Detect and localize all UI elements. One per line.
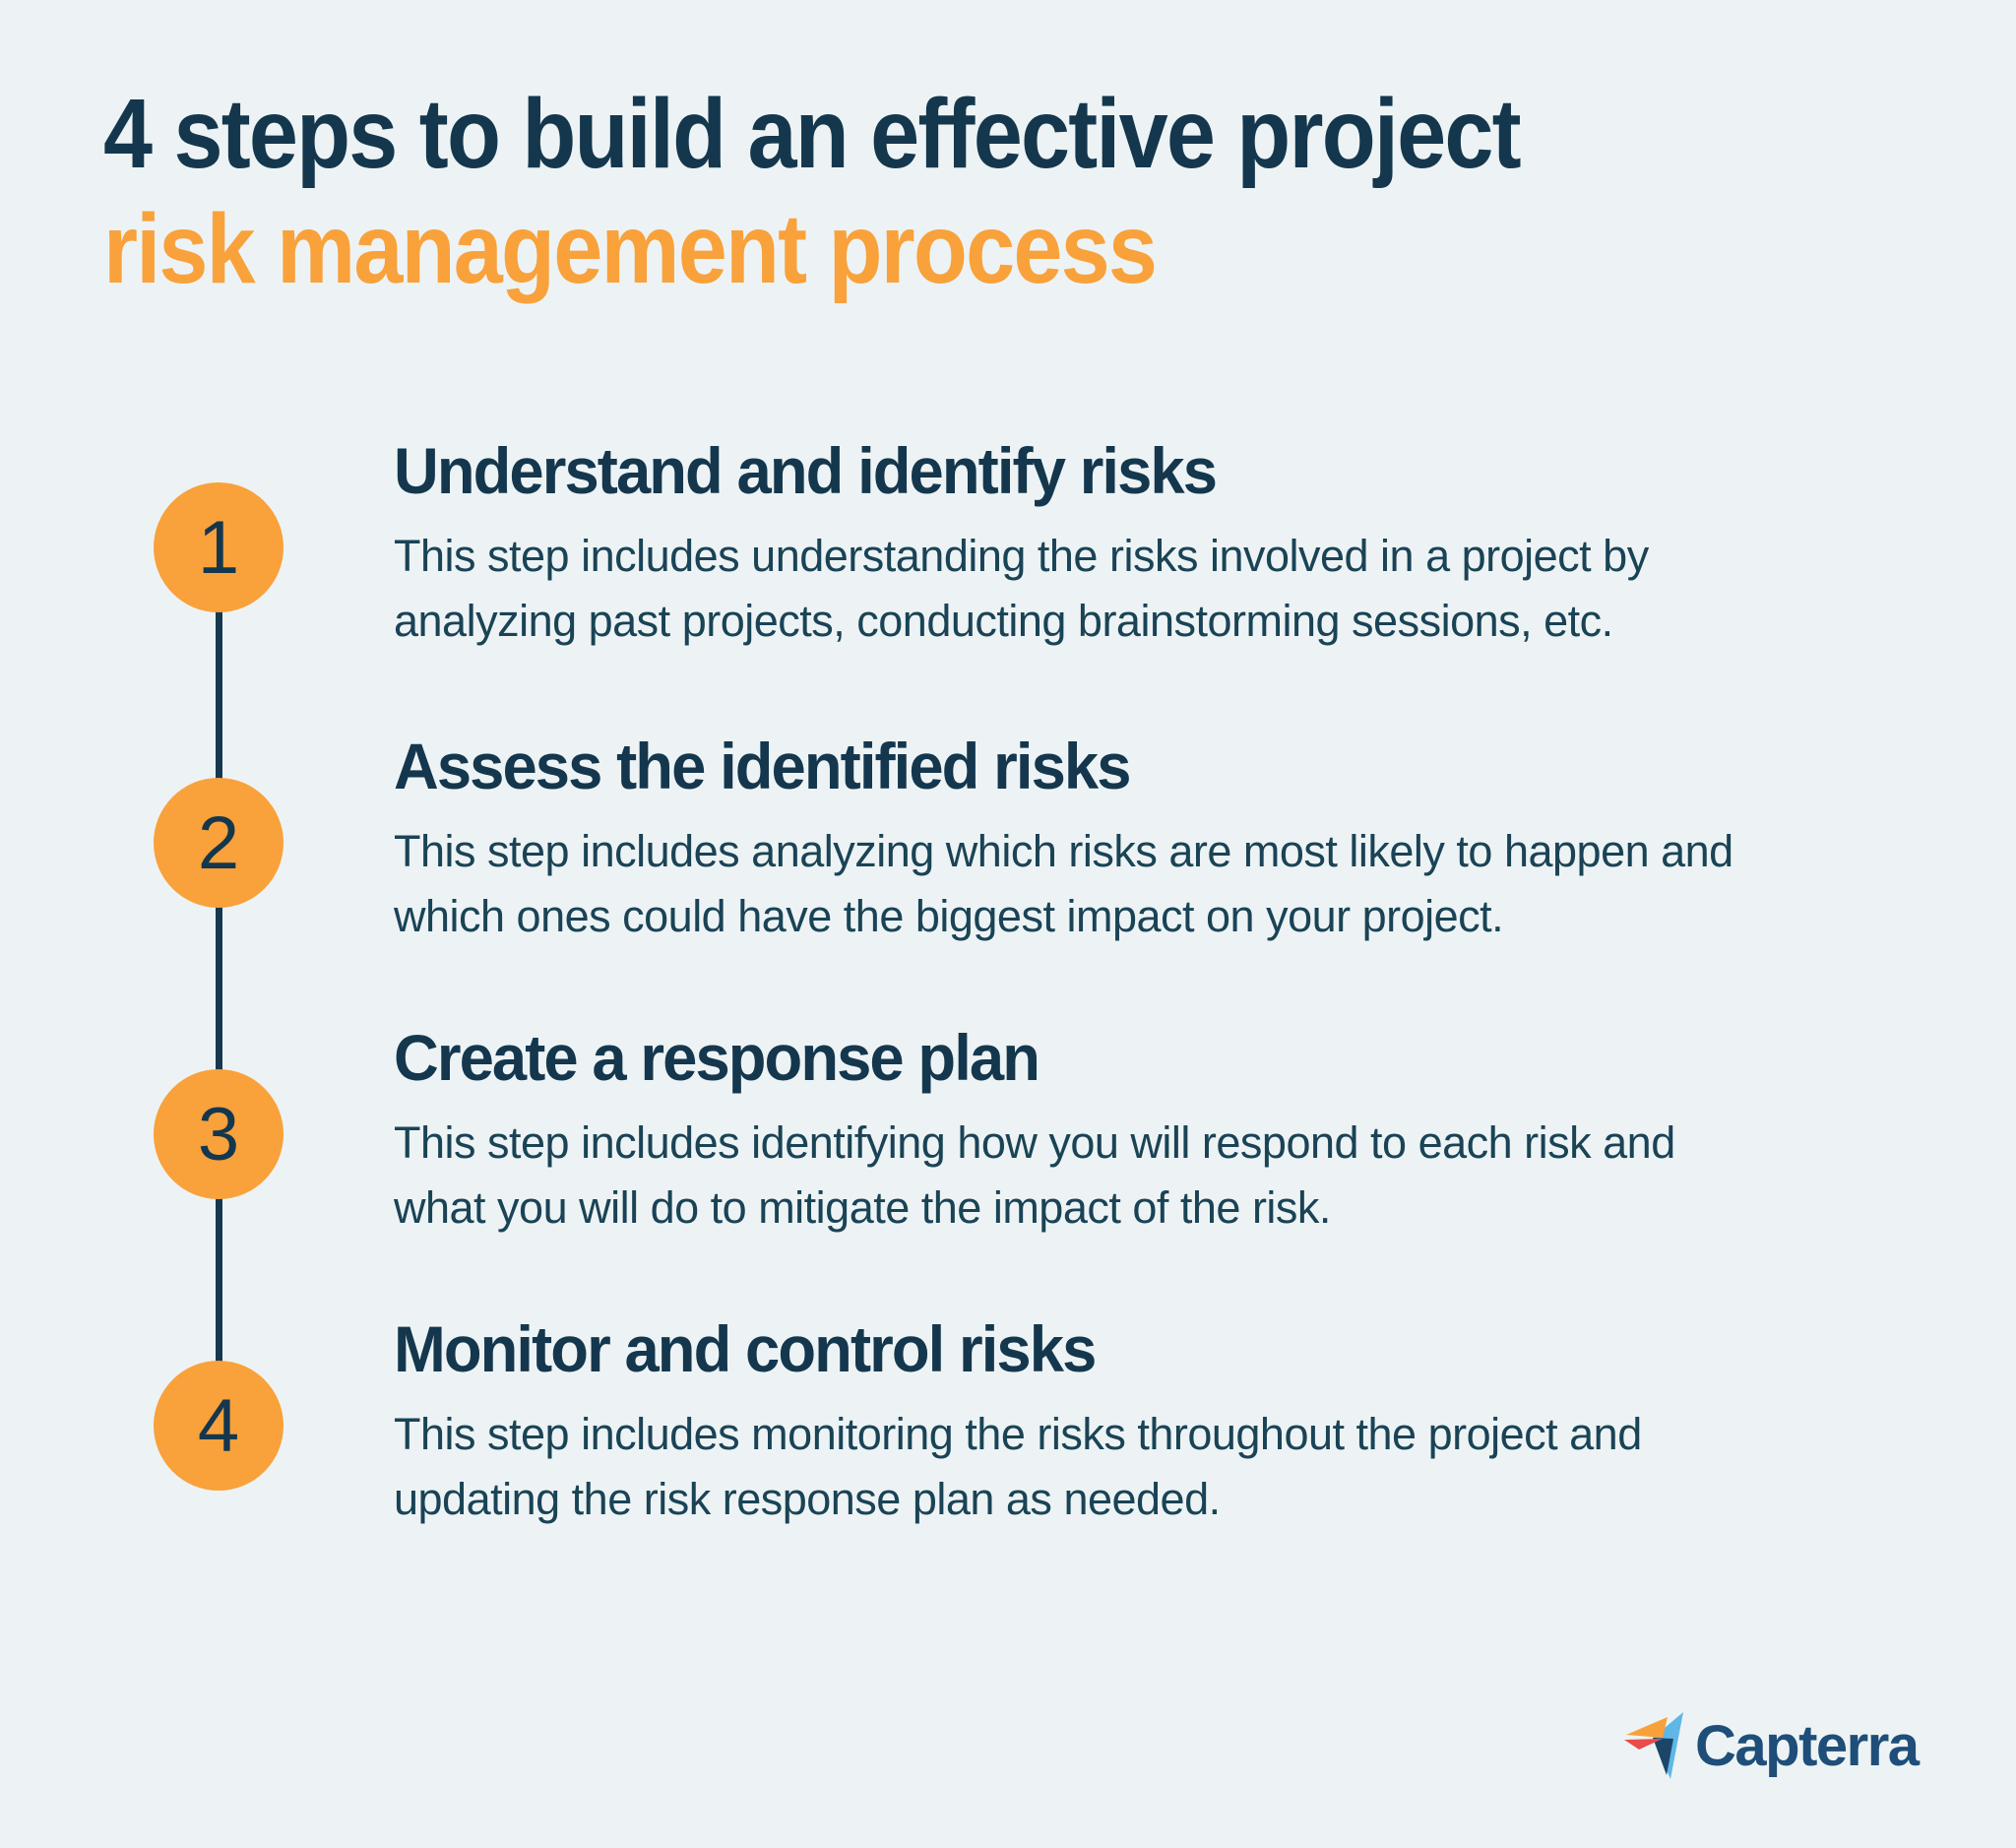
step-number: 3 <box>197 1092 240 1177</box>
step-description: This step includes identifying how you w… <box>394 1111 1929 1241</box>
timeline-connector <box>216 547 222 1426</box>
step-3-item: Create a response plan This step include… <box>394 1022 1929 1241</box>
page-title-line-2: risk management process <box>103 194 1158 304</box>
step-number: 4 <box>197 1383 240 1468</box>
step-3-number-badge: 3 <box>154 1069 284 1199</box>
step-heading: Understand and identify risks <box>394 434 1218 507</box>
step-description-line: analyzing past projects, conducting brai… <box>394 596 1613 646</box>
page-title: 4 steps to build an effective project ri… <box>103 77 1677 307</box>
step-2-item: Assess the identified risks This step in… <box>394 731 1929 949</box>
step-number: 2 <box>197 800 240 885</box>
step-description: This step includes understanding the ris… <box>394 524 1929 654</box>
capterra-arrow-icon <box>1624 1712 1683 1779</box>
step-1-number-badge: 1 <box>154 482 284 612</box>
step-4-number-badge: 4 <box>154 1361 284 1491</box>
capterra-wordmark: Capterra <box>1695 1714 1920 1778</box>
step-heading: Create a response plan <box>394 1021 1040 1094</box>
page-title-line-1: 4 steps to build an effective project <box>103 79 1522 189</box>
step-description: This step includes analyzing which risks… <box>394 819 1929 949</box>
step-1-item: Understand and identify risks This step … <box>394 435 1929 654</box>
step-description: This step includes monitoring the risks … <box>394 1402 1929 1532</box>
step-4-item: Monitor and control risks This step incl… <box>394 1313 1929 1532</box>
step-heading: Monitor and control risks <box>394 1312 1097 1385</box>
step-description-line: updating the risk response plan as neede… <box>394 1474 1221 1524</box>
capterra-logo: Capterra <box>1624 1711 1920 1782</box>
step-description-line: This step includes analyzing which risks… <box>394 826 1733 876</box>
step-heading: Assess the identified risks <box>394 730 1131 802</box>
step-number: 1 <box>197 505 240 590</box>
step-description-line: This step includes monitoring the risks … <box>394 1409 1642 1459</box>
step-description-line: which ones could have the biggest impact… <box>394 891 1504 941</box>
step-2-number-badge: 2 <box>154 778 284 908</box>
step-description-line: This step includes identifying how you w… <box>394 1117 1675 1168</box>
step-description-line: what you will do to mitigate the impact … <box>394 1182 1331 1233</box>
step-description-line: This step includes understanding the ris… <box>394 531 1649 581</box>
